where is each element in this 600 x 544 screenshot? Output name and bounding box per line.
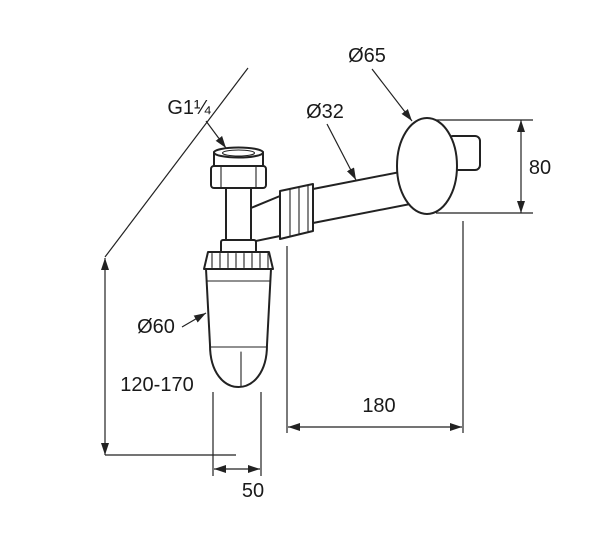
outlet-coupling-nut <box>279 183 314 240</box>
trap-body-nut <box>203 251 274 270</box>
leader-line-thread-size <box>205 120 227 149</box>
dim-label-inlet-height-range: 120-170 <box>120 374 193 396</box>
dim-label-body-diameter: Ø60 <box>137 316 175 338</box>
dim-label-pipe-diameter: Ø32 <box>306 101 344 123</box>
wall-rosette <box>396 117 458 215</box>
extension-line-inlet-top <box>104 67 249 258</box>
dim-label-rosette-height: 80 <box>529 157 551 179</box>
dim-label-rosette-diameter: Ø65 <box>348 45 386 67</box>
inlet-opening-inner <box>221 149 256 157</box>
dim-label-outlet-length: 180 <box>362 395 395 417</box>
dim-label-thread-size: G1¼ <box>167 97 211 119</box>
tee-connector <box>250 195 281 243</box>
trap-part-geometry <box>203 117 481 388</box>
dimension-annotations: 120-170 80 180 50 G1¼ Ø65 Ø32 <box>101 45 551 502</box>
leader-line-pipe-diameter <box>326 123 357 181</box>
leader-line-body-diameter <box>181 312 207 328</box>
inlet-coupling-nut <box>210 165 267 189</box>
inlet-tube <box>225 185 252 243</box>
leader-line-rosette-diameter <box>371 68 413 122</box>
trap-bottle-body <box>205 268 272 388</box>
dim-label-body-bottom-width: 50 <box>242 480 264 502</box>
